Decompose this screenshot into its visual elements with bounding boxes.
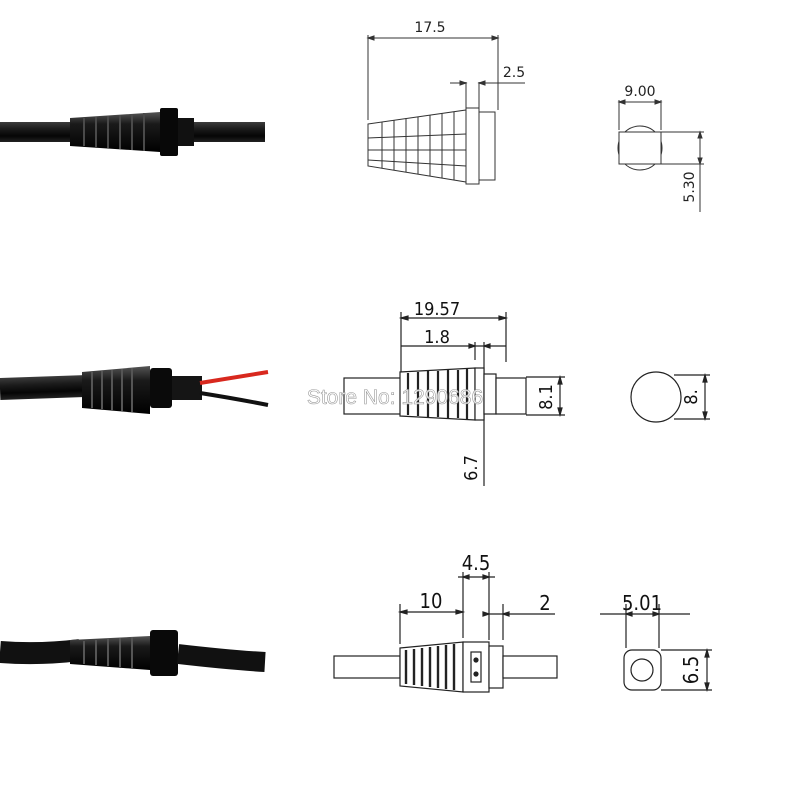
drawing-bottom-end-view [600,604,712,693]
drawing-middle-side-view [343,312,565,486]
dim-width: 9.00 [624,84,655,100]
strain-relief-boot [70,630,178,676]
drawing-middle-end-view [630,371,710,423]
dim-length: 17.5 [414,20,445,36]
dim-body-height: 8.1 [536,384,557,410]
black-wire [199,391,269,407]
drawing-bottom-side-view [333,572,558,693]
store-watermark: Store No: 1290686 [307,386,483,409]
photo-top-cable [0,108,265,156]
dim-length: 19.57 [414,299,460,320]
drawing-top-end-view [617,99,704,212]
red-wire [199,370,269,385]
dim-diameter: 8. [681,389,702,404]
dim-flange-height: 6.7 [461,455,482,481]
dim-width: 5.01 [622,591,662,615]
dim-height: 5.30 [682,171,698,202]
dim-offset: 1.8 [424,327,450,348]
dim-height: 6.5 [679,656,703,685]
dim-flange: 2.5 [503,65,525,81]
dim-flange: 2 [539,591,550,615]
dim-collar: 4.5 [462,551,491,575]
photo-middle-cable [0,366,269,414]
dim-ribs: 10 [420,589,443,613]
photo-bottom-cable [0,630,266,676]
drawing-top-side-view [366,35,525,185]
strain-relief-boot [82,366,202,414]
strain-relief-boot [70,108,194,156]
